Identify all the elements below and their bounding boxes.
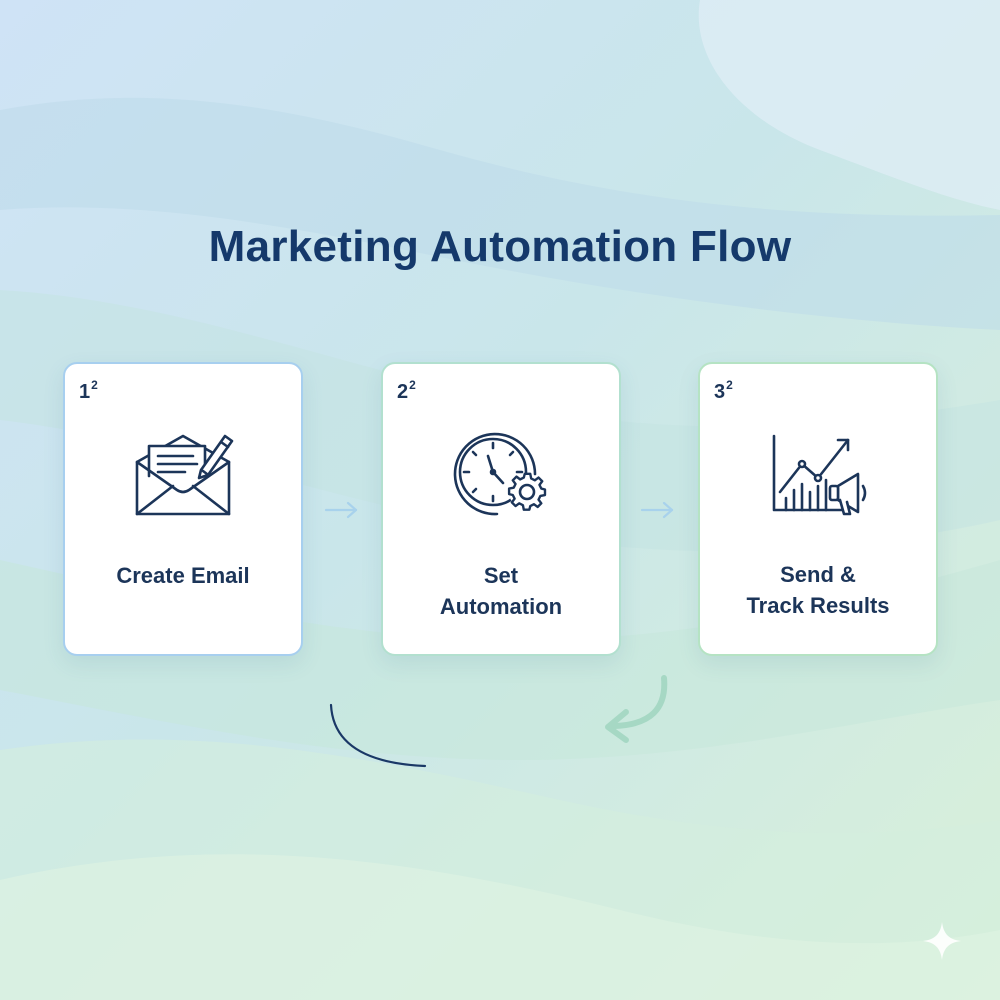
step-number: 22 [397, 378, 416, 403]
step-number: 32 [714, 378, 733, 403]
step-card-set-automation[interactable]: 22 Set Automation [381, 362, 621, 656]
chart-megaphone-icon [772, 434, 867, 516]
diagram-title: Marketing Automation Flow [208, 222, 792, 271]
arrow-right-icon [324, 501, 358, 519]
step-card-create-email[interactable]: 12 Create Email [63, 362, 303, 656]
arrow-right-icon [640, 501, 674, 519]
step-label: Send & Track Results [746, 562, 890, 618]
step-label: Create Email [116, 563, 250, 588]
step-number: 12 [79, 378, 98, 403]
step-label: Set Automation [439, 563, 563, 619]
clock-gear-icon [453, 432, 547, 516]
step-card-send-track-results[interactable]: 32 Send & Track Results [698, 362, 938, 656]
email-pencil-icon [135, 434, 234, 516]
sparkle-icon [923, 922, 961, 960]
